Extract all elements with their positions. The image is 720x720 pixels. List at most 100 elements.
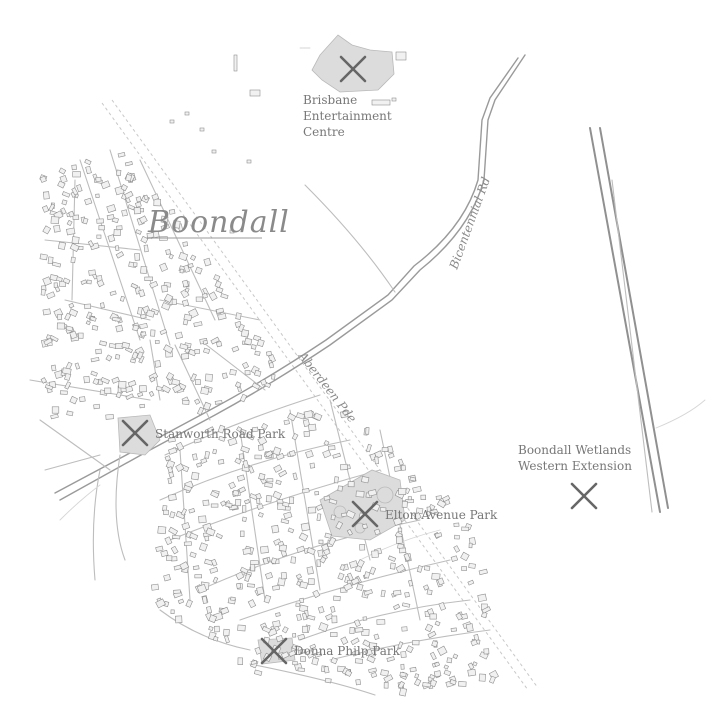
building-footprint [175, 441, 185, 451]
building-footprint [71, 164, 77, 171]
building-footprint [203, 257, 212, 267]
building-footprint [254, 646, 262, 655]
building-footprint [165, 372, 175, 381]
building-footprint [264, 450, 274, 458]
building-footprint [291, 644, 300, 651]
building-footprint [344, 669, 353, 677]
building-footprint [362, 616, 368, 621]
building-footprint [69, 395, 78, 405]
main-road [54, 54, 526, 501]
building-footprint [116, 169, 122, 176]
building-footprint [319, 556, 327, 564]
building-footprint [42, 276, 52, 287]
building-footprint [366, 443, 372, 453]
building-footprint [124, 190, 134, 200]
building-footprint [241, 361, 250, 369]
building-footprint [253, 669, 263, 676]
building-footprint [66, 219, 73, 227]
building-footprint [413, 678, 422, 687]
building-footprint [114, 354, 121, 360]
building-footprint [202, 499, 210, 506]
building-footprint [239, 393, 248, 403]
building-footprint [422, 681, 432, 688]
building-footprint [404, 591, 410, 598]
building-footprint [355, 679, 361, 686]
building-footprint [356, 559, 365, 568]
building-footprint [379, 507, 387, 512]
building-footprint [292, 660, 298, 666]
building-footprint [236, 474, 246, 482]
building-footprint [133, 262, 138, 267]
entertainment-centre-marker[interactable] [339, 55, 367, 83]
building-footprint [254, 350, 261, 356]
building-footprint [231, 345, 240, 353]
building-footprint [121, 341, 131, 349]
building-footprint [96, 279, 105, 288]
building-footprint [95, 176, 102, 182]
building-footprint [59, 280, 66, 288]
building-footprint [208, 625, 214, 632]
stanworth-park-marker[interactable] [121, 419, 149, 447]
building-footprint [354, 658, 363, 664]
wetlands-marker[interactable] [570, 482, 598, 510]
building-footprint [340, 636, 349, 645]
building-footprint [68, 210, 75, 218]
building-footprint [309, 462, 316, 469]
donna-philp-park-marker[interactable] [260, 637, 288, 665]
building-footprint [354, 627, 364, 633]
building-footprint [163, 509, 169, 516]
building-footprint [212, 576, 219, 584]
building-footprint [184, 287, 190, 293]
building-footprint [481, 606, 491, 614]
building-footprint [250, 344, 257, 350]
building-footprint [488, 675, 496, 684]
building-footprint [191, 471, 200, 481]
building-footprint [40, 289, 46, 296]
building-footprint [434, 661, 441, 668]
building-footprint [468, 542, 473, 549]
building-footprint [61, 199, 68, 206]
building-footprint [247, 599, 257, 609]
building-footprint [324, 532, 332, 539]
building-footprint [96, 218, 104, 224]
building-footprint [130, 282, 139, 290]
building-footprint [159, 262, 168, 272]
building-footprint [393, 465, 402, 472]
building-footprint [165, 249, 171, 255]
building-footprint [71, 236, 80, 245]
building-footprint [171, 378, 181, 386]
building-footprint [170, 609, 175, 615]
building-footprint [401, 626, 408, 632]
building-footprint [84, 197, 93, 206]
building-footprint [100, 377, 110, 385]
building-footprint [333, 476, 339, 484]
building-footprint [69, 242, 80, 252]
building-footprint [263, 594, 272, 604]
building-footprint [395, 536, 403, 544]
building-footprint [47, 256, 54, 265]
building-footprint [280, 518, 290, 525]
building-footprint [339, 564, 346, 571]
building-footprint [395, 563, 406, 574]
building-footprint [88, 269, 96, 276]
building-footprint [59, 175, 68, 184]
building-footprint [265, 571, 274, 580]
building-footprint [245, 433, 255, 441]
building-footprint [58, 167, 67, 175]
building-footprint [200, 457, 208, 464]
building-footprint [300, 522, 311, 532]
building-footprint [350, 577, 360, 586]
building-footprint [483, 648, 490, 655]
building-footprint [277, 540, 285, 547]
building-footprint [290, 556, 297, 564]
building-footprint [90, 370, 98, 377]
building-footprint [138, 289, 146, 298]
building-footprint [403, 553, 411, 562]
elton-park-marker[interactable] [351, 500, 379, 528]
building-footprint [323, 440, 330, 446]
building-footprint [138, 385, 147, 393]
building-footprint [154, 339, 160, 344]
building-footprint [85, 320, 91, 326]
building-footprint [330, 514, 336, 521]
